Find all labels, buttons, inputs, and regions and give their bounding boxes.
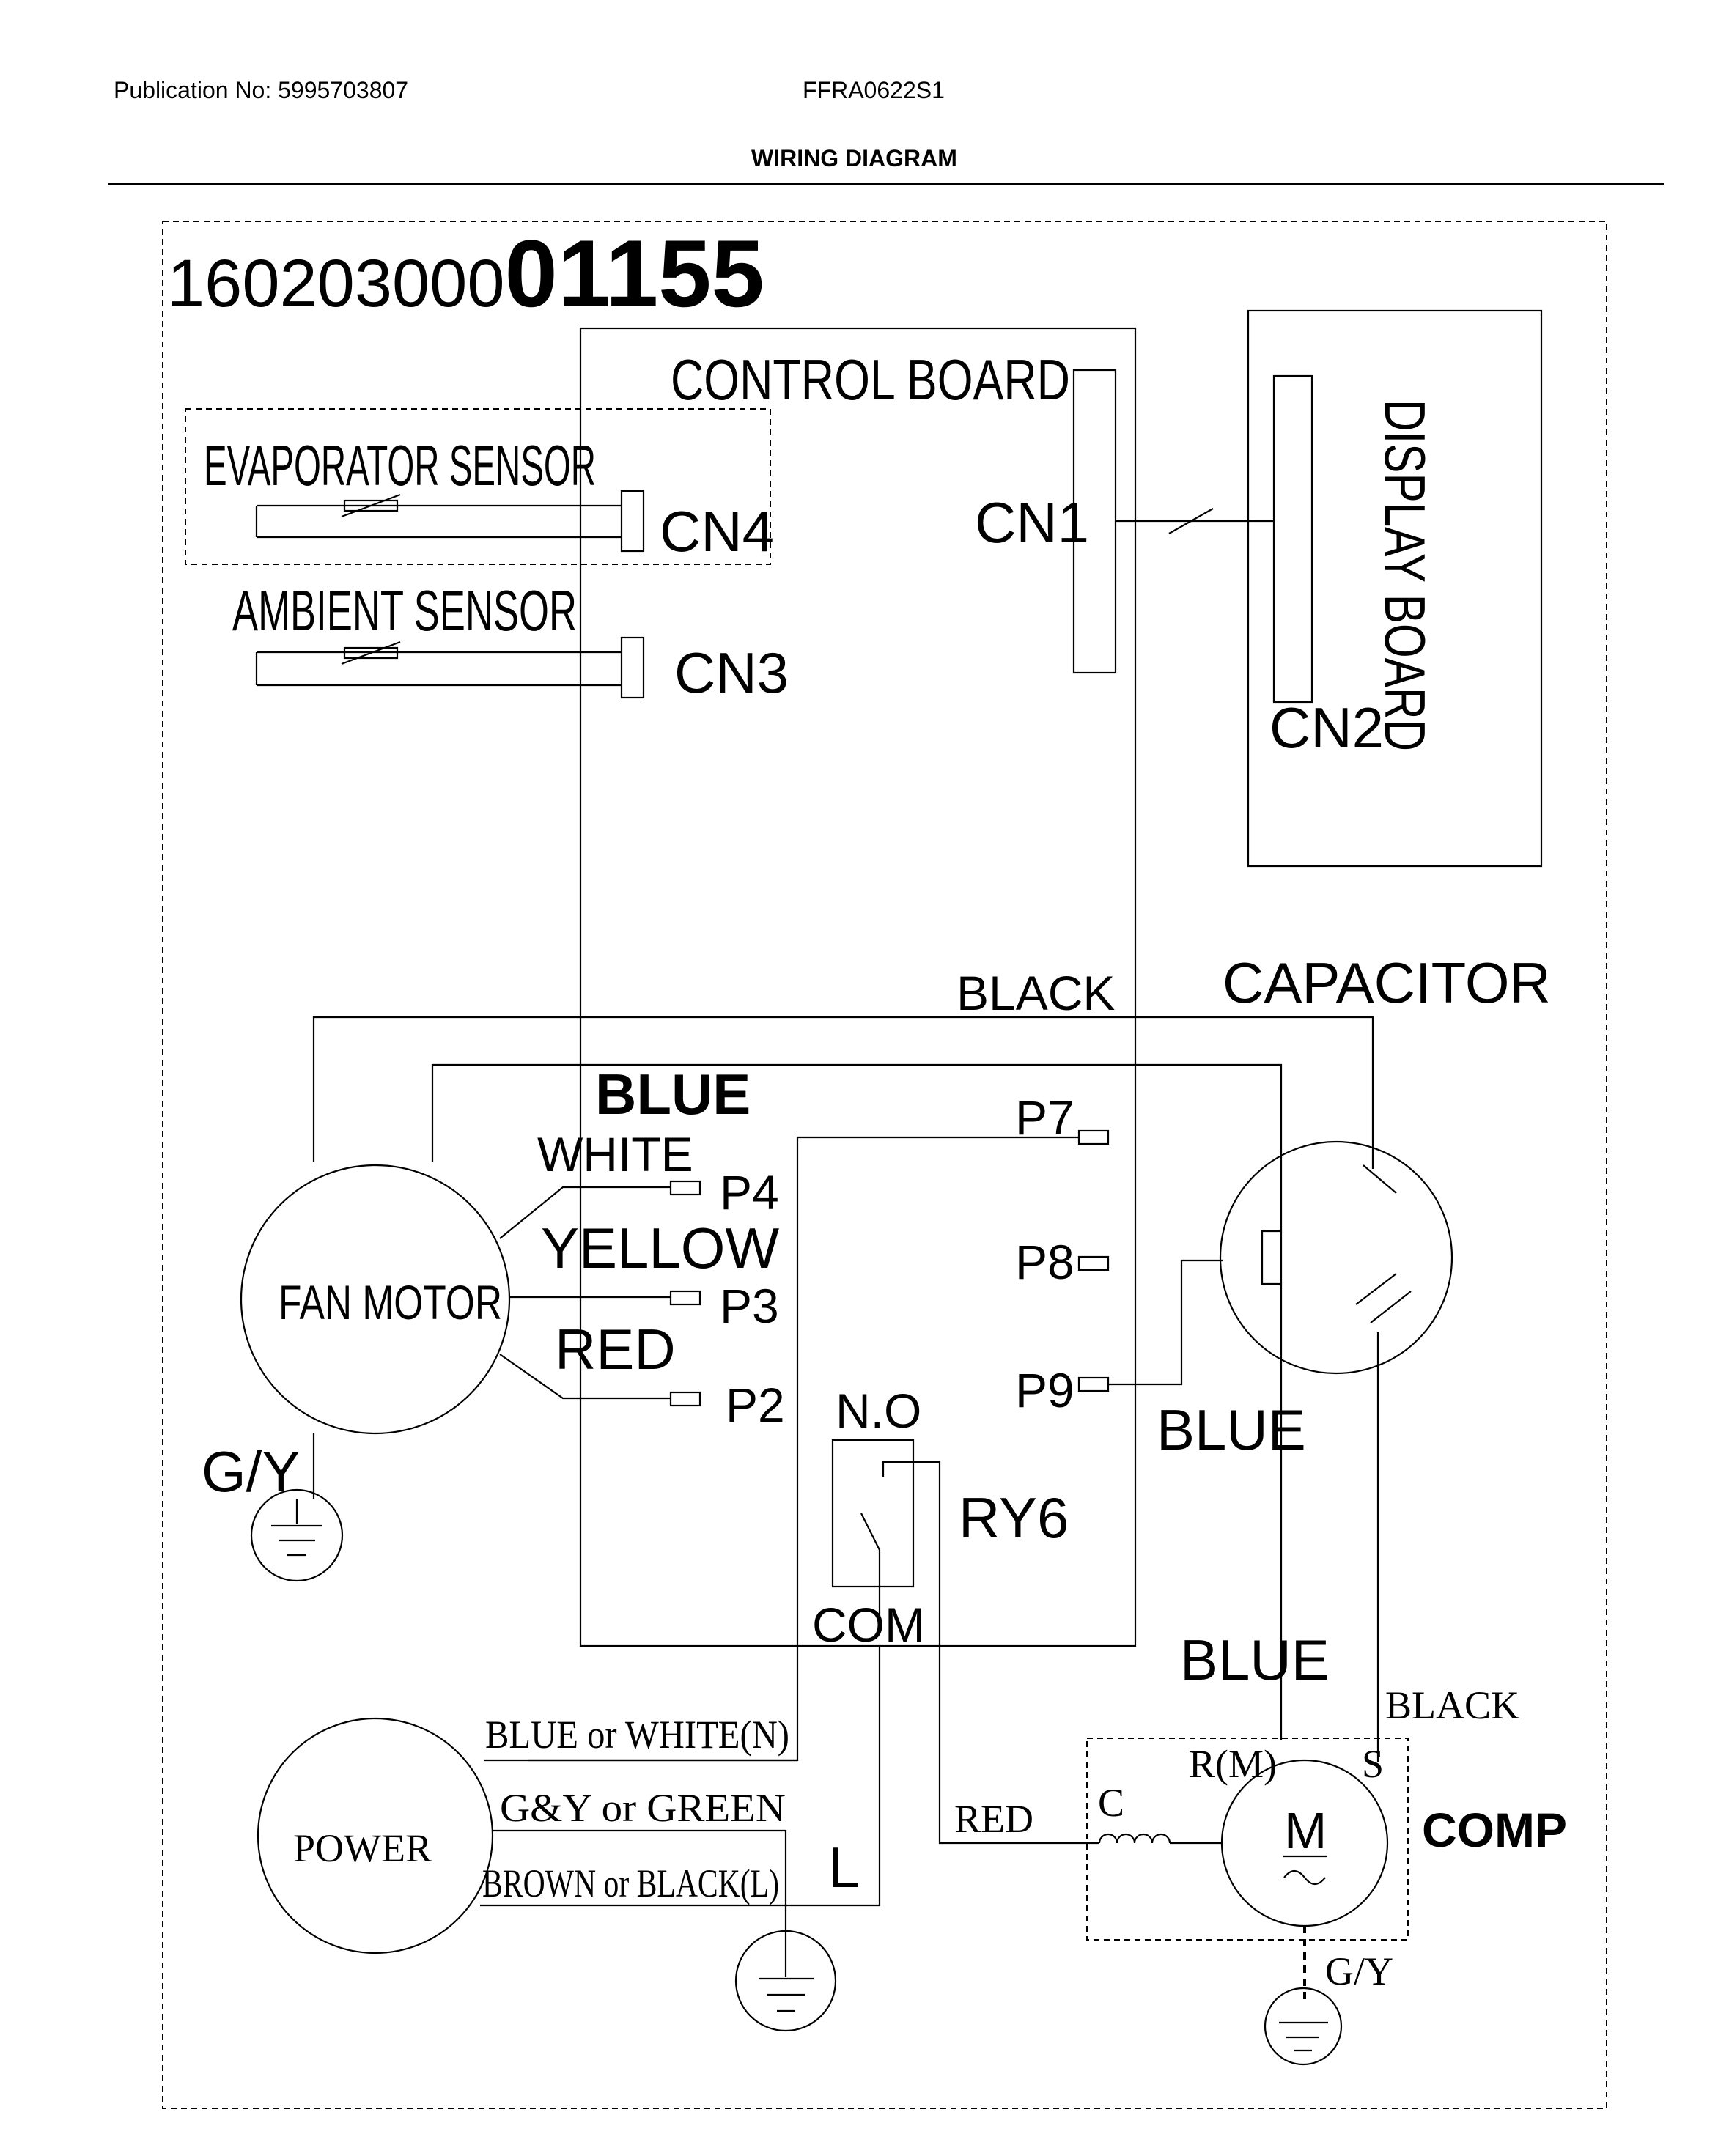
power-label: POWER xyxy=(293,1826,432,1870)
power-ground-symbol xyxy=(734,1930,837,2032)
evaporator-thermistor-slash xyxy=(341,493,401,518)
header-rule xyxy=(108,183,1664,185)
wire-blue-p9-label: BLUE xyxy=(1157,1398,1306,1462)
capacitor-plate-2 xyxy=(1355,1273,1397,1305)
fan-motor xyxy=(240,1164,511,1435)
capacitor-label: CAPACITOR xyxy=(1223,950,1551,1015)
fan-motor-label: FAN MOTOR xyxy=(279,1275,502,1329)
relay-ry6 xyxy=(831,1439,915,1588)
comp-label: COMP xyxy=(1422,1803,1567,1857)
relay-no-label: N.O xyxy=(836,1384,921,1438)
wire-com-line xyxy=(480,1645,881,1907)
relay-switch-blade xyxy=(860,1513,880,1551)
comp-c-label: C xyxy=(1098,1781,1124,1825)
cn3-label: CN3 xyxy=(674,640,789,705)
power-source xyxy=(257,1717,494,1954)
fan-ground-label: G/Y xyxy=(202,1439,300,1504)
wire-blue-comp-label: BLUE xyxy=(1180,1628,1330,1692)
cn1-cn2-link-slash xyxy=(1168,508,1214,534)
terminal-p8-label: P8 xyxy=(1015,1235,1074,1289)
cn4-connector xyxy=(620,490,645,553)
part-code-suffix: 01155 xyxy=(505,220,764,327)
wire-black-comp-label: BLACK xyxy=(1385,1683,1519,1727)
evaporator-sensor-box xyxy=(185,408,771,565)
wire-power-ground-label: G&Y or GREEN xyxy=(500,1786,786,1830)
display-board xyxy=(1247,309,1543,868)
wire-black-top-label: BLACK xyxy=(956,966,1115,1020)
relay-label: RY6 xyxy=(959,1485,1069,1550)
wire-red-fan-label: RED xyxy=(555,1317,676,1381)
capacitor xyxy=(1219,1140,1453,1375)
model-number: FFRA0622S1 xyxy=(803,77,945,103)
comp-r-label: R(M) xyxy=(1189,1742,1277,1786)
wire-red-comp-label: RED xyxy=(954,1797,1033,1841)
comp-ground-label: G/Y xyxy=(1325,1949,1393,1993)
wire-white xyxy=(499,1186,671,1239)
wire-power-ground xyxy=(493,1829,787,1955)
terminal-p4 xyxy=(669,1180,701,1196)
capacitor-plate-1 xyxy=(1363,1164,1397,1194)
ambient-thermistor xyxy=(343,646,399,660)
wire-blue-top xyxy=(431,1063,1283,1740)
wire-red-fan xyxy=(499,1354,671,1400)
fan-ground-symbol xyxy=(250,1488,344,1582)
ambient-sensor-label: AMBIENT SENSOR xyxy=(232,578,577,643)
terminal-p7 xyxy=(1077,1129,1110,1145)
part-code-prefix: 160203000 xyxy=(167,246,505,321)
terminal-p9 xyxy=(1077,1376,1110,1392)
line-label: L xyxy=(828,1835,860,1900)
terminal-p9-label: P9 xyxy=(1015,1363,1074,1417)
control-board xyxy=(579,327,1137,1647)
compressor-box xyxy=(1086,1738,1409,1941)
relay-com-label: COM xyxy=(812,1598,925,1652)
wire-blue-top-label: BLUE xyxy=(595,1062,751,1126)
cn2-connector xyxy=(1272,374,1313,704)
compressor-motor-label: M xyxy=(1284,1802,1327,1859)
terminal-p3 xyxy=(669,1290,701,1306)
comp-overload-protector xyxy=(1098,1833,1171,1844)
publication-number: Publication No: 5995703807 xyxy=(114,77,409,103)
terminal-p8 xyxy=(1077,1255,1110,1271)
cn3-connector xyxy=(620,636,645,699)
control-board-label: CONTROL BOARD xyxy=(671,347,1070,412)
evaporator-thermistor xyxy=(343,499,399,512)
terminal-p3-label: P3 xyxy=(720,1279,779,1333)
display-board-label: DISPLAY BOARD xyxy=(1373,399,1437,751)
wire-power-line-label: BROWN or BLACK(L) xyxy=(482,1861,779,1905)
comp-ground-symbol xyxy=(1264,1987,1343,2066)
page-title: WIRING DIAGRAM xyxy=(751,145,957,171)
compressor-motor-ac-symbol xyxy=(1283,1869,1326,1886)
part-code: 16020300001155 xyxy=(167,220,764,327)
terminal-p4-label: P4 xyxy=(720,1165,779,1219)
capacitor-terminal-box xyxy=(1261,1230,1281,1285)
wire-blue-p9 xyxy=(1108,1259,1223,1386)
cn2-label: CN2 xyxy=(1269,695,1384,760)
wire-power-neutral-label: BLUE or WHITE(N) xyxy=(485,1713,789,1757)
wire-relay-red xyxy=(882,1461,1099,1845)
diagram-frame xyxy=(162,221,1607,2109)
ambient-thermistor-slash xyxy=(341,640,401,665)
wire-yellow-label: YELLOW xyxy=(541,1216,779,1280)
cn4-label: CN4 xyxy=(660,499,774,564)
evaporator-sensor-label: EVAPORATOR SENSOR xyxy=(204,433,596,498)
cn1-label: CN1 xyxy=(975,490,1089,555)
terminal-p2-label: P2 xyxy=(726,1378,785,1432)
capacitor-plate-3 xyxy=(1370,1291,1412,1323)
wire-black-top xyxy=(312,1016,1374,1169)
wire-white-label: WHITE xyxy=(537,1127,693,1181)
comp-s-label: S xyxy=(1362,1742,1384,1786)
terminal-p7-label: P7 xyxy=(1015,1090,1074,1145)
terminal-p2 xyxy=(669,1391,701,1407)
